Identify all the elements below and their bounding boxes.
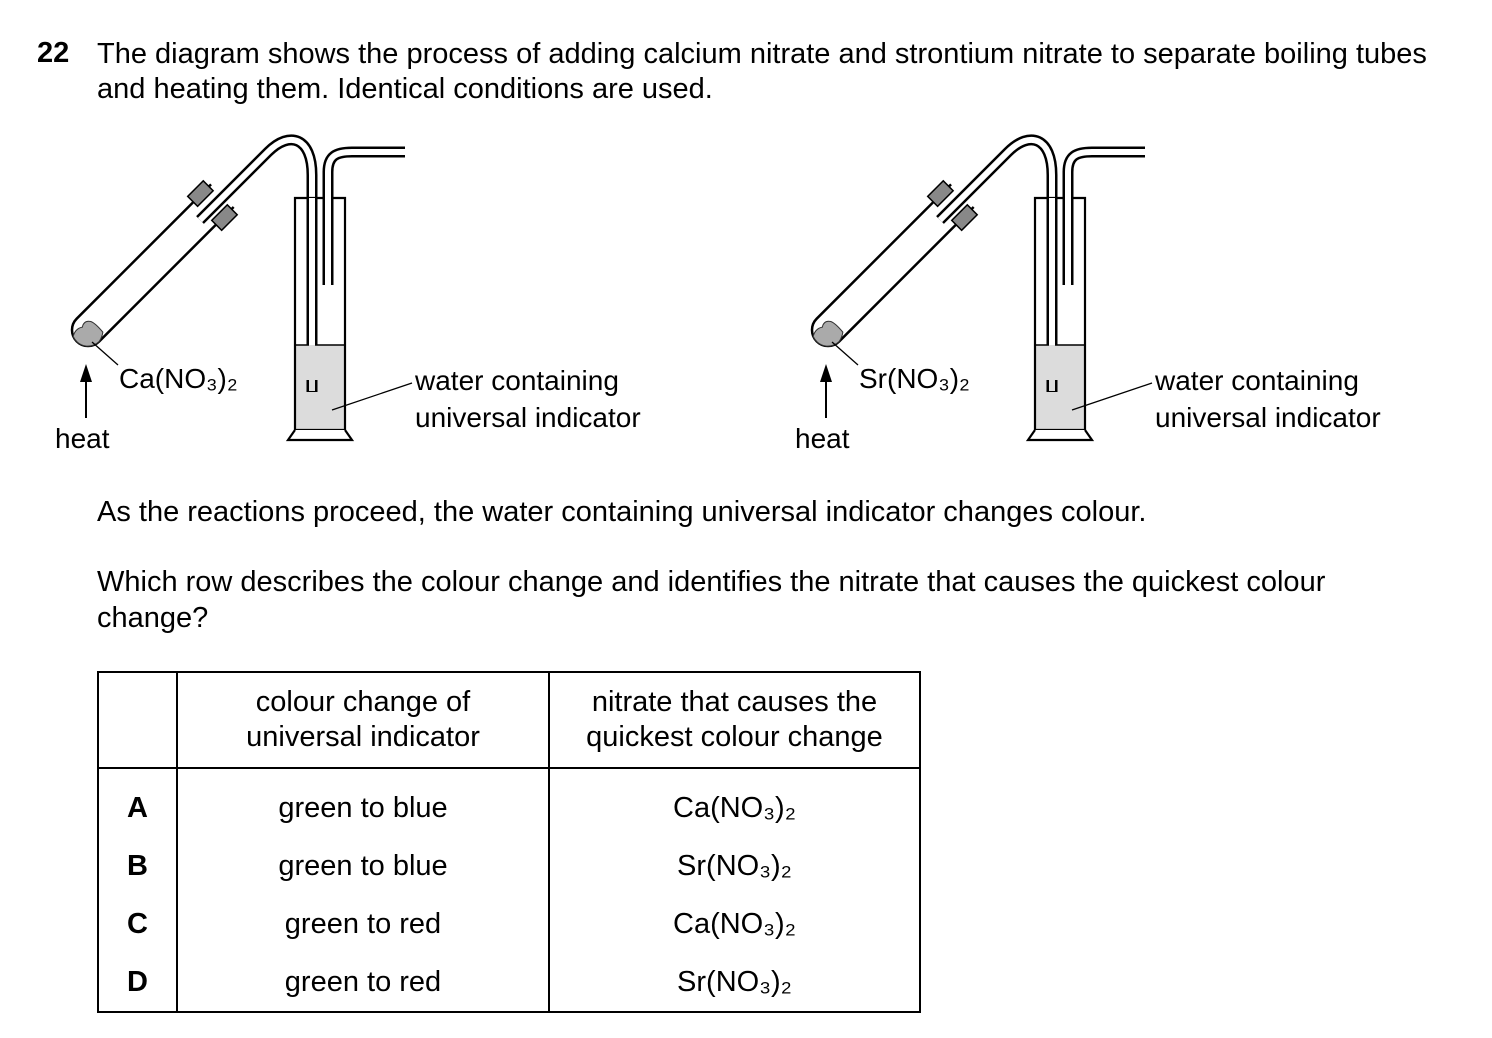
nitrate-cell: Ca(NO₃)₂ <box>548 768 921 837</box>
water-label-left-1: water containing <box>415 365 619 396</box>
option-letter[interactable]: B <box>97 837 178 895</box>
option-letter[interactable]: D <box>97 953 178 1012</box>
colour-change-cell: green to blue <box>176 768 550 837</box>
nitrate-cell: Sr(NO₃)₂ <box>548 953 921 1012</box>
option-letter[interactable]: C <box>97 895 178 953</box>
header-line: colour change of <box>255 686 471 718</box>
header-line: nitrate that causes the <box>591 686 878 718</box>
compound-label-left: Ca(NO₃)₂ <box>119 363 238 394</box>
nitrate-cell: Ca(NO₃)₂ <box>548 895 921 953</box>
water-label-right-2: universal indicator <box>1155 402 1381 433</box>
question-text: The diagram shows the process of adding … <box>97 38 1427 105</box>
header-letter <box>97 672 178 769</box>
water-label-left-2: universal indicator <box>415 402 641 433</box>
apparatus-strontium <box>800 140 1152 440</box>
colour-change-cell: green to red <box>176 953 550 1012</box>
table-row-a[interactable]: A green to blue Ca(NO₃)₂ <box>97 768 921 837</box>
table-row-d[interactable]: D green to red Sr(NO₃)₂ <box>97 953 921 1012</box>
table-row-b[interactable]: B green to blue Sr(NO₃)₂ <box>97 837 921 895</box>
header-line: quickest colour change <box>586 721 883 753</box>
table-row-c[interactable]: C green to red Ca(NO₃)₂ <box>97 895 921 953</box>
compound-label-right: Sr(NO₃)₂ <box>859 363 970 394</box>
nitrate-cell: Sr(NO₃)₂ <box>548 837 921 895</box>
colour-change-cell: green to blue <box>176 837 550 895</box>
header-line: universal indicator <box>246 721 480 753</box>
colour-change-cell: green to red <box>176 895 550 953</box>
question-number: 22 <box>37 37 70 69</box>
statement-text: As the reactions proceed, the water cont… <box>97 496 1147 528</box>
prompt-text: Which row describes the colour change an… <box>97 566 1326 634</box>
heat-label-right: heat <box>795 423 850 454</box>
heat-label-left: heat <box>55 423 110 454</box>
water-label-right-1: water containing <box>1155 365 1359 396</box>
option-letter[interactable]: A <box>97 768 178 837</box>
